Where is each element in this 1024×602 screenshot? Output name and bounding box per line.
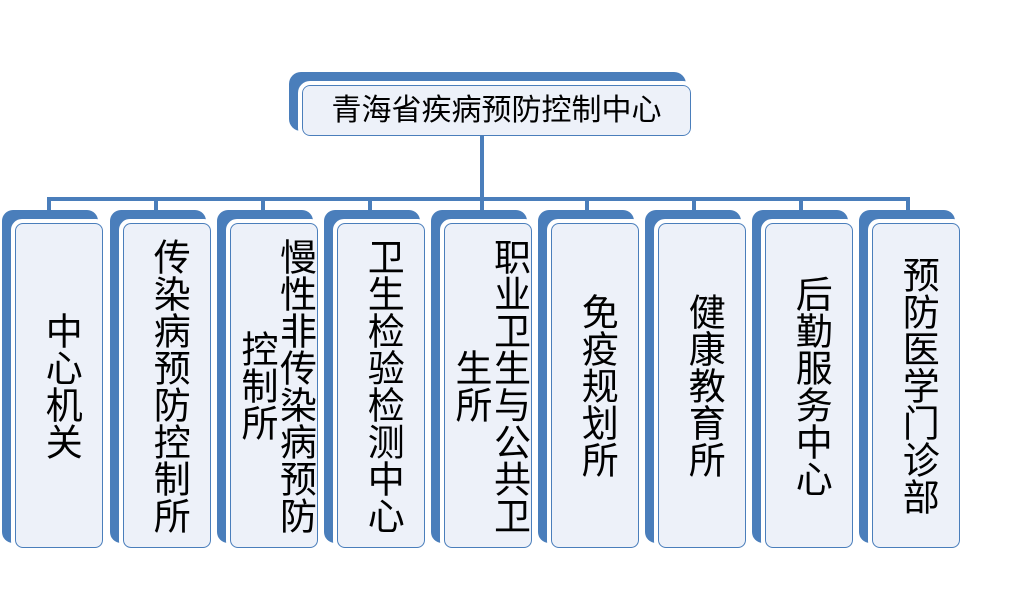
connector-drop-1 — [47, 197, 51, 211]
node-front-layer: 慢性非传染病预防控制所 — [226, 219, 322, 552]
node-front-layer: 中心机关 — [11, 219, 107, 552]
connector-drop-4 — [368, 197, 372, 211]
connector-drop-7 — [692, 197, 696, 211]
org-node-root[interactable]: 青海省疾病预防控制中心 — [289, 72, 695, 140]
org-node-2-label: 传染病预防控制所 — [147, 237, 189, 534]
connector-drop-3 — [261, 197, 265, 211]
connector-drop-2 — [154, 197, 158, 211]
org-node-1[interactable]: 中心机关 — [2, 210, 107, 552]
node-front-layer: 传染病预防控制所 — [119, 219, 215, 552]
node-front-layer: 青海省疾病预防控制中心 — [298, 81, 695, 140]
org-node-5[interactable]: 职业卫生与公共卫生所 — [431, 210, 536, 552]
org-node-9-label: 预防医学门诊部 — [896, 256, 938, 515]
connector-drop-9 — [906, 197, 910, 211]
org-node-2[interactable]: 传染病预防控制所 — [110, 210, 215, 552]
org-node-8-label: 后勤服务中心 — [789, 274, 831, 497]
connector-root-stem — [480, 136, 484, 200]
node-front-layer: 免疫规划所 — [547, 219, 643, 552]
node-front-layer: 健康教育所 — [654, 219, 750, 552]
connector-horizontal-bus — [47, 197, 910, 201]
org-node-6-label: 免疫规划所 — [575, 293, 617, 478]
org-node-3[interactable]: 慢性非传染病预防控制所 — [217, 210, 322, 552]
connector-drop-5 — [480, 197, 484, 211]
org-node-5-label: 职业卫生与公共卫生所 — [449, 237, 529, 534]
org-node-9[interactable]: 预防医学门诊部 — [859, 210, 964, 552]
org-node-4-label: 卫生检验检测中心 — [361, 237, 403, 534]
org-node-8[interactable]: 后勤服务中心 — [752, 210, 857, 552]
org-node-4[interactable]: 卫生检验检测中心 — [324, 210, 429, 552]
node-front-layer: 职业卫生与公共卫生所 — [440, 219, 536, 552]
org-node-6[interactable]: 免疫规划所 — [538, 210, 643, 552]
connector-drop-6 — [585, 197, 589, 211]
org-node-root-label: 青海省疾病预防控制中心 — [331, 93, 662, 127]
node-front-layer: 后勤服务中心 — [761, 219, 857, 552]
org-node-3-label: 慢性非传染病预防控制所 — [235, 237, 315, 534]
org-node-7-label: 健康教育所 — [682, 293, 724, 478]
node-front-layer: 卫生检验检测中心 — [333, 219, 429, 552]
node-front-layer: 预防医学门诊部 — [868, 219, 964, 552]
org-node-7[interactable]: 健康教育所 — [645, 210, 750, 552]
org-node-1-label: 中心机关 — [39, 311, 81, 460]
connector-drop-8 — [799, 197, 803, 211]
